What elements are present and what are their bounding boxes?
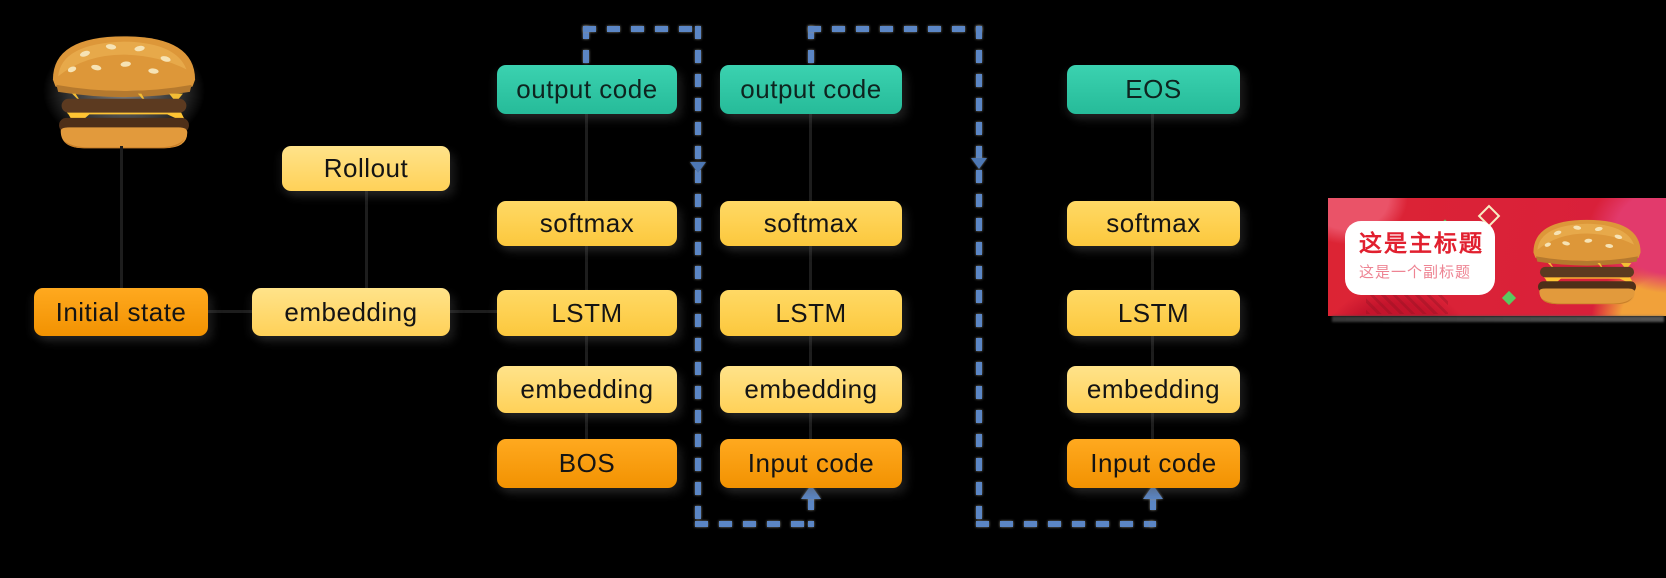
connector-col1-bos-to-embedding bbox=[585, 413, 588, 439]
lstm-3-label: LSTM bbox=[1117, 297, 1190, 328]
dash-loop1-direction-arrow-icon bbox=[690, 162, 706, 173]
rollout-label: Rollout bbox=[323, 153, 409, 183]
box-embedding-1: embedding bbox=[497, 366, 677, 413]
box-softmax-3: softmax bbox=[1067, 201, 1240, 246]
banner-title: 这是主标题 bbox=[1359, 230, 1484, 256]
box-input-code-3: Input code bbox=[1067, 439, 1240, 488]
output-code-1-label: output code bbox=[516, 74, 658, 104]
embedding-2-label: embedding bbox=[744, 374, 878, 404]
dash-loop1-stub bbox=[583, 26, 589, 65]
box-input-code-2: Input code bbox=[720, 439, 902, 488]
dash-loop2-stub bbox=[808, 26, 814, 67]
connector-initial-to-embedding bbox=[208, 310, 252, 313]
embedding-1-label: embedding bbox=[520, 374, 654, 404]
dash-loop1-top bbox=[583, 26, 703, 32]
dash-loop2-descent bbox=[976, 26, 982, 527]
dash-loop1-bottom bbox=[695, 521, 813, 527]
connector-col3-softmax-to-eos bbox=[1151, 114, 1154, 201]
softmax-1-label: softmax bbox=[539, 208, 635, 238]
connector-col3-lstm-to-softmax bbox=[1151, 246, 1154, 290]
dash-loop2-direction-arrow-icon bbox=[971, 158, 987, 169]
softmax-3-label: softmax bbox=[1106, 208, 1201, 238]
dash-loop2-riser bbox=[1150, 497, 1156, 527]
box-initial-state: Initial state bbox=[34, 288, 208, 336]
banner-hamburger-illustration bbox=[1516, 212, 1658, 310]
banner-text-card: 这是主标题 这是一个副标题 bbox=[1345, 221, 1495, 295]
embedding-left-label: embedding bbox=[284, 296, 418, 327]
box-embedding-left: embedding bbox=[252, 288, 450, 336]
softmax-2-label: softmax bbox=[763, 208, 859, 238]
dash-loop1-descent bbox=[695, 26, 701, 527]
connector-burger-to-initial-state bbox=[120, 146, 123, 288]
box-lstm-1: LSTM bbox=[497, 290, 677, 336]
connector-col1-softmax-to-output bbox=[585, 114, 588, 201]
connector-col2-input-to-embedding bbox=[809, 413, 812, 439]
output-code-2-label: output code bbox=[740, 74, 882, 104]
initial-state-label: Initial state bbox=[55, 296, 187, 327]
banner-drop-shadow bbox=[1332, 316, 1664, 322]
connector-col2-softmax-to-output bbox=[809, 114, 812, 201]
input-code-2-label: Input code bbox=[747, 448, 875, 478]
diamond-green-icon-2 bbox=[1501, 290, 1517, 306]
box-output-code-1: output code bbox=[497, 65, 677, 114]
hamburger-illustration bbox=[28, 26, 220, 156]
dash-loop1-arrowhead-icon bbox=[801, 485, 821, 499]
banner-hamburger-image bbox=[1516, 212, 1658, 310]
dash-loop1-riser bbox=[808, 497, 814, 527]
connector-col3-input-to-embedding bbox=[1151, 413, 1154, 439]
box-eos: EOS bbox=[1067, 65, 1240, 114]
box-lstm-2: LSTM bbox=[720, 290, 902, 336]
connector-embedding-to-lstm1 bbox=[450, 310, 497, 313]
lstm-2-label: LSTM bbox=[775, 297, 847, 328]
box-bos: BOS bbox=[497, 439, 677, 488]
embedding-3-label: embedding bbox=[1086, 374, 1221, 404]
box-softmax-2: softmax bbox=[720, 201, 902, 246]
box-embedding-2: embedding bbox=[720, 366, 902, 413]
input-code-3-label: Input code bbox=[1090, 448, 1217, 478]
dash-loop2-top bbox=[808, 26, 982, 32]
box-rollout: Rollout bbox=[282, 146, 450, 191]
eos-label: EOS bbox=[1125, 74, 1182, 104]
box-output-code-2: output code bbox=[720, 65, 902, 114]
connector-col2-embedding-to-lstm bbox=[809, 336, 812, 366]
banner-subtitle: 这是一个副标题 bbox=[1359, 264, 1472, 281]
connector-col1-embedding-to-lstm bbox=[585, 336, 588, 366]
connector-col3-embedding-to-lstm bbox=[1151, 336, 1154, 366]
connector-col1-lstm-to-softmax bbox=[585, 246, 588, 290]
box-lstm-3: LSTM bbox=[1067, 290, 1240, 336]
connector-rollout-to-embedding bbox=[365, 191, 368, 288]
bos-label: BOS bbox=[558, 448, 616, 478]
box-softmax-1: softmax bbox=[497, 201, 677, 246]
box-embedding-3: embedding bbox=[1067, 366, 1240, 413]
connector-col2-lstm-to-softmax bbox=[809, 246, 812, 290]
hamburger-photo bbox=[20, 18, 228, 164]
generated-ad-banner: 这是主标题 这是一个副标题 bbox=[1328, 198, 1666, 316]
dash-loop2-arrowhead-icon bbox=[1143, 485, 1163, 499]
dash-loop2-bottom bbox=[976, 521, 1153, 527]
lstm-1-label: LSTM bbox=[551, 297, 623, 328]
